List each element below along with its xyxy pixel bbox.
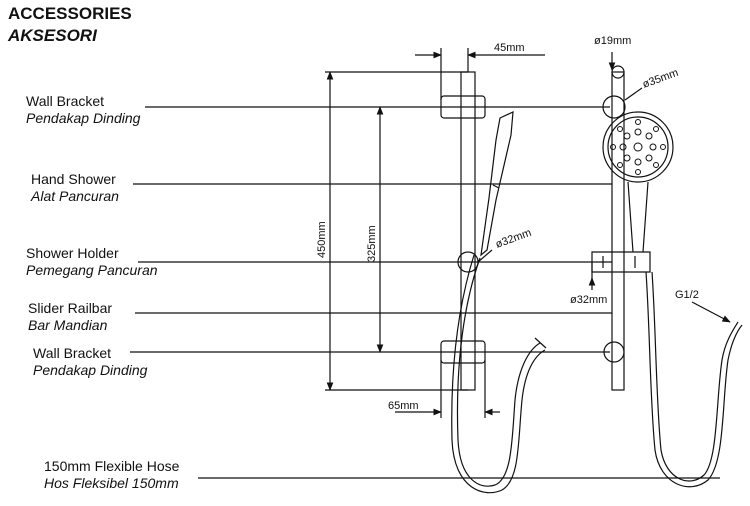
dim-bracket-dia-text: ø35mm (641, 67, 680, 91)
label-my: Pemegang Pancuran (26, 262, 158, 278)
dim-325-text: 325mm (366, 225, 378, 262)
side-hand-shower (480, 111, 514, 257)
dim-holder-dia-text: ø32mm (494, 227, 533, 251)
front-rail (611, 71, 625, 391)
label-en: Wall Bracket (26, 93, 105, 109)
label-en: Hand Shower (31, 171, 116, 187)
label-shower-holder: Shower Holder Pemegang Pancuran (26, 245, 158, 279)
dim-rail-dia-text: ø19mm (594, 35, 631, 47)
front-hose (645, 271, 743, 488)
label-my: Hos Fleksibel 150mm (44, 475, 179, 491)
label-my: Pendakap Dinding (33, 362, 148, 378)
shower-nozzles (610, 119, 666, 175)
label-hand-shower: Hand Shower Alat Pancuran (31, 171, 119, 205)
dim-slider-dia-text: ø32mm (570, 294, 607, 306)
label-flexible-hose: 150mm Flexible Hose Hos Fleksibel 150mm (44, 458, 179, 492)
dim-65-text: 65mm (388, 400, 419, 412)
label-en: Slider Railbar (28, 300, 113, 316)
dim-450-text: 450mm (316, 221, 328, 258)
side-bottom-bracket (440, 340, 486, 364)
dim-45-text: 45mm (494, 42, 525, 54)
label-wall-bracket-bottom: Wall Bracket Pendakap Dinding (33, 345, 147, 379)
label-en: Wall Bracket (33, 345, 112, 361)
side-top-bracket (440, 95, 486, 119)
dim-thread-text: G1/2 (675, 289, 699, 301)
front-bottom-bracket (603, 341, 625, 363)
label-en: Shower Holder (26, 245, 119, 261)
page-title: ACCESSORIES (8, 4, 132, 23)
label-my: Pendakap Dinding (26, 110, 141, 126)
side-rail (460, 71, 476, 391)
label-my: Alat Pancuran (31, 188, 119, 204)
front-shower-head (602, 111, 674, 183)
label-wall-bracket-top: Wall Bracket Pendakap Dinding (26, 93, 140, 127)
label-my: Bar Mandian (28, 317, 108, 333)
page-subtitle: AKSESORI (8, 26, 97, 45)
label-en: 150mm Flexible Hose (44, 458, 180, 474)
front-top-bracket (602, 95, 626, 119)
label-slider-railbar: Slider Railbar Bar Mandian (28, 300, 112, 334)
side-hose (456, 257, 541, 487)
